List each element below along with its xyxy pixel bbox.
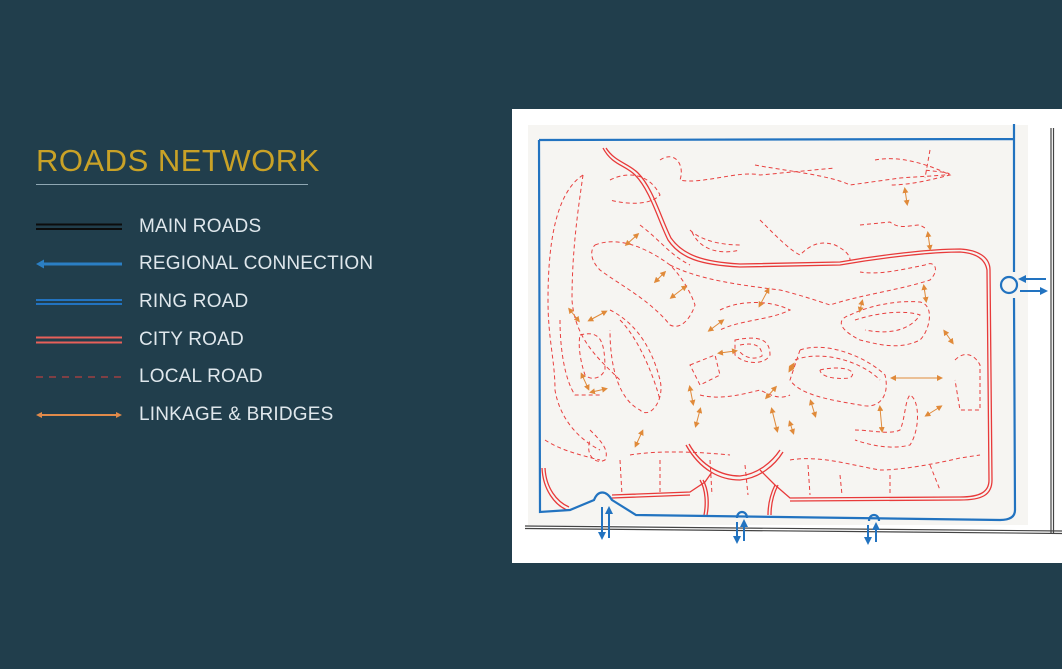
legend-item-ring-road: RING ROAD bbox=[36, 283, 373, 321]
local-road-swatch-icon bbox=[36, 376, 122, 378]
legend-label: REGIONAL CONNECTION bbox=[139, 253, 374, 275]
title-divider bbox=[36, 184, 308, 185]
map-drawing bbox=[524, 124, 1062, 545]
main-roads-swatch-icon bbox=[36, 223, 122, 230]
linkage-bridges-arrow-icon bbox=[36, 411, 122, 418]
local-roads bbox=[544, 149, 981, 496]
legend-label: RING ROAD bbox=[139, 290, 249, 312]
legend-item-city-road: CITY ROAD bbox=[36, 321, 373, 359]
legend-item-linkage-bridges: LINKAGE & BRIDGES bbox=[36, 396, 373, 434]
linkages-bridges bbox=[568, 187, 954, 448]
city-road-swatch-icon bbox=[36, 336, 122, 344]
legend-item-regional-connection: REGIONAL CONNECTION bbox=[36, 246, 373, 284]
main-roads bbox=[524, 128, 1062, 535]
legend-item-local-road: LOCAL ROAD bbox=[36, 358, 373, 396]
legend-title: ROADS NETWORK bbox=[36, 143, 320, 178]
legend-label: LOCAL ROAD bbox=[139, 366, 263, 388]
ring-road bbox=[537, 124, 1019, 522]
regional-connection-arrow-icon bbox=[36, 259, 122, 269]
legend-label: LINKAGE & BRIDGES bbox=[139, 403, 334, 425]
legend-label: MAIN ROADS bbox=[139, 215, 262, 237]
roads-network-map bbox=[512, 109, 1062, 563]
ring-road-swatch-icon bbox=[36, 298, 122, 305]
legend-label: CITY ROAD bbox=[139, 328, 244, 350]
map-paper bbox=[528, 125, 1028, 525]
city-roads bbox=[541, 147, 993, 516]
legend: MAIN ROADS REGIONAL CONNECTION RING ROAD… bbox=[36, 208, 373, 434]
regional-connections bbox=[598, 275, 1048, 545]
legend-item-main-roads: MAIN ROADS bbox=[36, 208, 373, 246]
